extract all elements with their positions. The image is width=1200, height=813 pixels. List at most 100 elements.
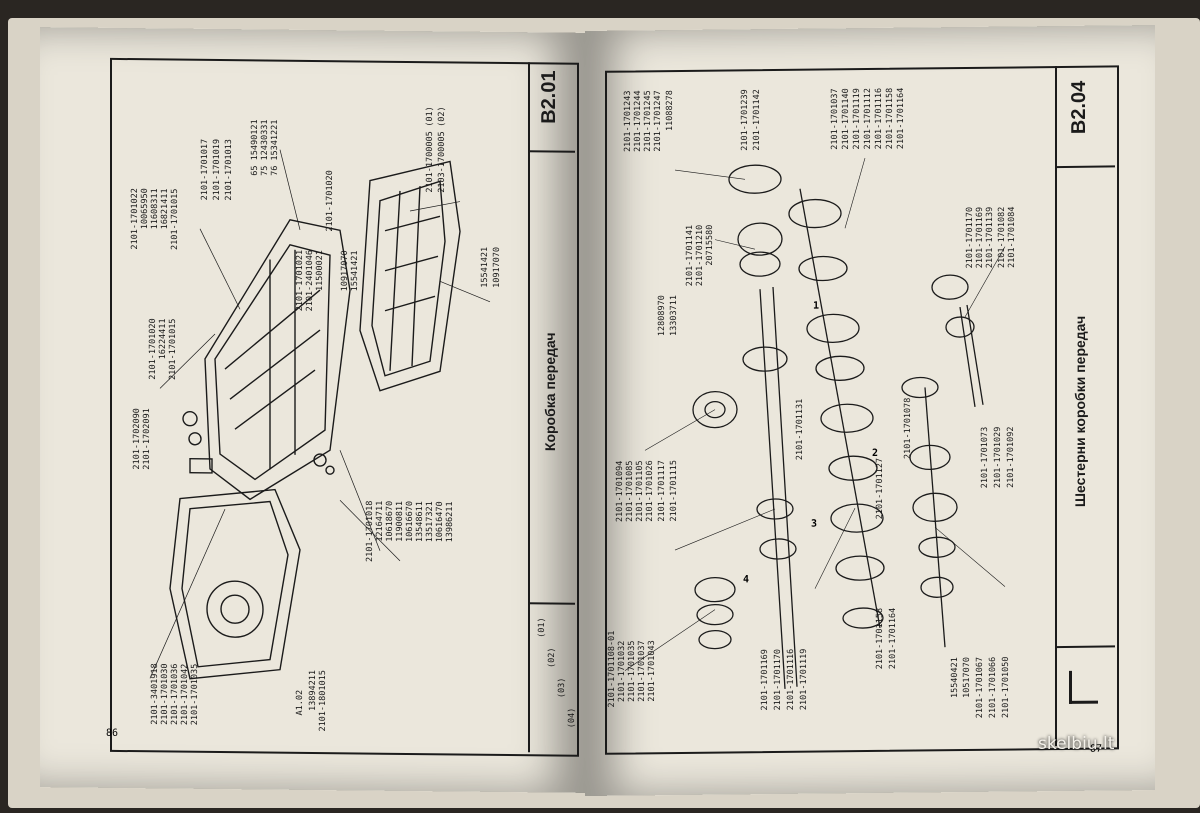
part-number: 10618670	[385, 500, 395, 542]
variant-part: (01)	[425, 106, 435, 127]
part-number: 2101-1701112	[863, 87, 873, 150]
part-number: 10616670	[405, 500, 415, 543]
part-number: 16224411	[158, 318, 168, 360]
part-number: 13303711	[669, 295, 679, 337]
part-number: 2101-1701092	[1006, 426, 1016, 488]
part-number: 2101-1701030	[160, 663, 170, 725]
part-number: 2101-1701078	[903, 397, 913, 460]
part-number: 2101-1702090	[132, 408, 142, 470]
part-number: 10517070	[962, 656, 972, 698]
part-number: 2101-1701119	[799, 648, 809, 711]
part-number: 2101-1701013	[224, 139, 234, 201]
part-number: 2101-1701020	[148, 318, 158, 380]
part-number: 2101-1701131	[795, 398, 805, 461]
part-number: 2101-1701105	[635, 460, 645, 522]
part-number: 2101-1701164	[888, 607, 898, 670]
gear-label: 4	[743, 574, 750, 586]
part-number: 2101-1701035	[627, 640, 637, 702]
part-number: 2101-1701169	[760, 649, 770, 711]
part-number: 2101-1701021	[295, 249, 305, 312]
part-number: 2101-1701082	[997, 206, 1007, 269]
part-number: 2101-1701018	[365, 500, 375, 563]
part-number: 2101-1702091	[142, 408, 152, 470]
part-number: 2101-1701029	[993, 426, 1003, 489]
part-number: 2101-1701244	[633, 90, 643, 152]
part-number: 2101-1701239	[740, 89, 750, 151]
part-number: 10616470	[435, 501, 445, 543]
bolt-size: 76 15341221	[270, 119, 280, 176]
part-number: 2101-1801015	[318, 670, 328, 732]
part-number: 2101-1701117	[657, 460, 667, 522]
part-number: 2101-1701073	[980, 426, 990, 489]
part-number: 11608311	[150, 188, 160, 230]
gear-shaft-diagram	[624, 157, 1006, 689]
part-number: 2101-1701085	[625, 460, 635, 522]
variant-part: (02)	[437, 106, 447, 127]
part-number: 2101-1701210	[695, 224, 705, 287]
part-number: 2101-1701142	[752, 89, 762, 151]
part-number: 2101-1701020	[325, 170, 335, 232]
part-number: 2101-1701116	[874, 87, 884, 150]
part-number: 2101-1701170	[965, 206, 975, 269]
part-number: 2101-2401046	[305, 249, 315, 312]
part-number: 2101-1701139	[985, 206, 995, 269]
part-number: 2101-1701140	[841, 88, 851, 150]
part-number: 2101-1701108-01	[607, 630, 617, 708]
left-page: B2.01 Коробка передач (01) (02) (03) (04…	[40, 27, 585, 793]
part-number: 13517321	[425, 501, 435, 543]
gear-label: 3	[811, 518, 818, 530]
variant-part: 2103-1700005	[437, 131, 447, 193]
part-number: 2101-1701026	[645, 460, 655, 522]
part-number: 2101-1701015	[170, 188, 180, 251]
part-number: 2101-1701084	[1007, 206, 1017, 268]
part-number: 2101-1701037	[830, 88, 840, 150]
part-number: 10917070	[340, 250, 350, 292]
part-number: 15540421	[950, 657, 960, 699]
part-number: 12164711	[375, 500, 385, 542]
part-number: 20715580	[705, 224, 715, 266]
part-number: 2101-1701119	[852, 88, 862, 150]
part-number: 2101-1701043	[647, 640, 657, 702]
part-number: 11900811	[395, 500, 405, 542]
watermark: skelbiu.lt	[1038, 734, 1115, 754]
part-number: 13894211	[308, 669, 318, 712]
part-number: 2101-3401918	[150, 663, 160, 725]
part-number: 2101-1701141	[685, 224, 695, 287]
part-number: 2101-1701015	[168, 318, 178, 381]
part-number: 2101-1701035	[190, 663, 200, 726]
gear-label: 1	[813, 300, 820, 312]
part-number: 2101-1701094	[615, 460, 625, 523]
part-number: 2101-1701022	[130, 188, 140, 250]
part-number: 11500021	[315, 250, 325, 292]
part-number: 13986211	[445, 501, 455, 543]
part-number: 2101-1701042	[180, 663, 190, 726]
part-number: 12808970	[657, 295, 667, 337]
part-number: 2101-1701116	[786, 648, 796, 711]
part-number: 11088278	[665, 90, 675, 132]
part-number: 2101-1701017	[200, 138, 210, 201]
part-number: 2101-1701066	[988, 656, 998, 719]
part-number: 2101-1701032	[617, 640, 627, 703]
part-number: 2101-1701164	[896, 87, 906, 150]
part-number: 15541421	[350, 250, 360, 292]
part-number: 13548611	[415, 501, 425, 543]
part-number: 2101-1701067	[975, 656, 985, 719]
variant-part: 2101-1700005	[425, 131, 435, 193]
part-number: 15541421	[480, 246, 490, 288]
part-number: 16821411	[160, 188, 170, 230]
label-a102: A1.02	[295, 689, 305, 716]
part-number: 10065950	[140, 188, 150, 230]
part-number: 2101-1701247	[653, 90, 663, 152]
part-number: 2101-1701036	[170, 663, 180, 726]
part-number: 2101-1701245	[643, 90, 653, 152]
bolt-size: 65 15490121	[250, 119, 260, 176]
part-number: 10917070	[492, 246, 502, 288]
part-number: 2101-1701170	[773, 648, 783, 711]
part-number: 2101-1701115	[669, 460, 679, 522]
right-page: B2.04 Шестерни коробки передач 87	[585, 25, 1155, 796]
part-number: 2101-1701169	[975, 206, 985, 269]
gearbox-housing-diagram	[149, 149, 491, 680]
part-number: 2101-1701050	[1001, 656, 1011, 719]
part-number: 2101-1701243	[623, 90, 633, 153]
bolt-size: 75 12430331	[260, 119, 270, 176]
